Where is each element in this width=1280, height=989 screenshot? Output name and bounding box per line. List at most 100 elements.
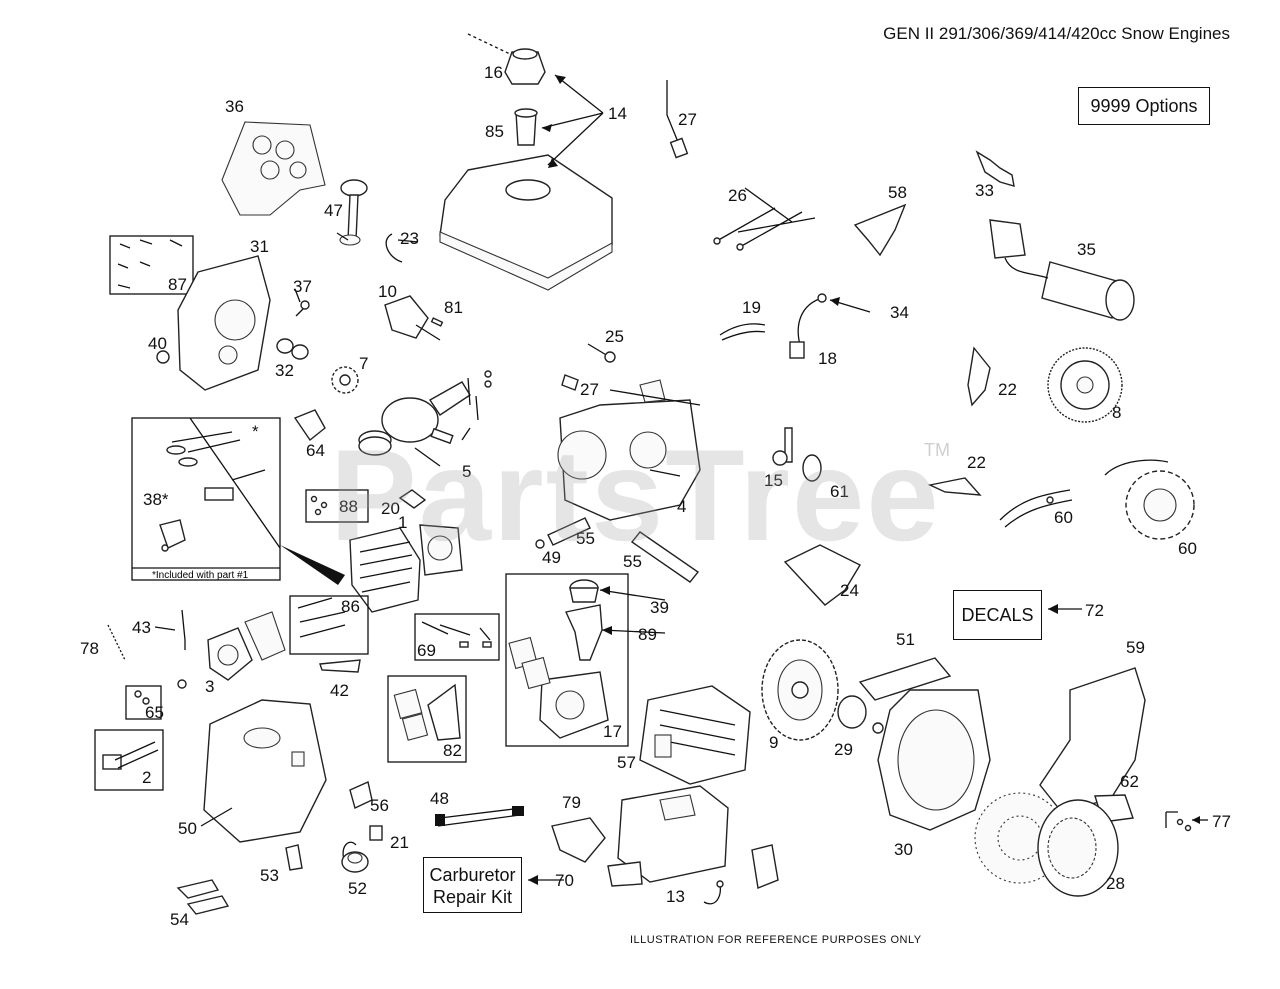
crankshaft-part-10[interactable]: [384, 295, 441, 341]
bolts-part-87[interactable]: [117, 239, 183, 289]
blower-housing-part-30[interactable]: [877, 689, 991, 831]
callout-38: 38*: [143, 490, 169, 509]
valves-part-38[interactable]: [159, 431, 266, 552]
gasket-part-36[interactable]: [221, 121, 326, 216]
callout-58: 58: [888, 183, 907, 202]
carb-kit-line-2: Repair Kit: [432, 887, 513, 907]
engine-shroud-part-50[interactable]: [203, 699, 327, 843]
sensor-part-13[interactable]: [703, 880, 724, 905]
rod-bolts-part-5[interactable]: [467, 370, 492, 421]
air-intake-part-3[interactable]: [177, 627, 253, 689]
shaft-part-55b[interactable]: [630, 531, 700, 583]
callout-7: 7: [359, 354, 368, 373]
spark-arrestor[interactable]: [751, 844, 779, 889]
clip-part-56[interactable]: [349, 781, 373, 809]
connector-part-18[interactable]: [789, 341, 805, 359]
screw-part-37[interactable]: [295, 300, 310, 317]
callout-23: 23: [400, 229, 419, 248]
callout-62: 62: [1120, 772, 1139, 791]
bolts-part-86[interactable]: [297, 597, 346, 638]
carburetor-box: [505, 573, 629, 747]
fuel-filter-part-85[interactable]: [514, 108, 538, 146]
flywheel-part-8[interactable]: [1047, 347, 1123, 423]
clip-part-23[interactable]: [385, 233, 419, 263]
spark-plug-part-20[interactable]: [398, 489, 427, 509]
callout-50: 50: [178, 819, 197, 838]
stator-part-60b[interactable]: [1104, 459, 1195, 540]
fuel-cap-part-16[interactable]: [504, 48, 546, 85]
gasket-intake[interactable]: [244, 611, 286, 661]
muffler[interactable]: [607, 785, 729, 887]
plug-part-61[interactable]: [802, 454, 822, 482]
piston-rings-part-5[interactable]: [358, 430, 392, 456]
callout-64: 64: [306, 441, 325, 460]
callout-42: 42: [330, 681, 349, 700]
gear-part-7[interactable]: [331, 366, 359, 394]
plate-part-51[interactable]: [858, 657, 952, 701]
bracket-part-22a[interactable]: [967, 346, 991, 407]
bracket-part-42[interactable]: [319, 659, 361, 673]
wire-harness-part-60a[interactable]: [999, 489, 1073, 528]
knob-part-39[interactable]: [569, 579, 599, 603]
carb-kit-line-1: Carburetor: [429, 865, 516, 885]
page-title: GEN II 291/306/369/414/420cc Snow Engine…: [883, 24, 1230, 43]
clamp-part-29[interactable]: [837, 695, 884, 734]
oil-fill-part-47[interactable]: [339, 179, 368, 246]
part-2[interactable]: [102, 741, 159, 770]
screws-part-77[interactable]: [1165, 811, 1192, 832]
studs-part-69[interactable]: [421, 621, 492, 648]
seal-part-32[interactable]: [276, 338, 309, 360]
callout-82: 82: [443, 741, 462, 760]
key-part-81[interactable]: [430, 317, 444, 327]
pushrods-part-26[interactable]: [713, 187, 816, 251]
pin-part-49[interactable]: [535, 539, 545, 549]
cylinder-head-part-1[interactable]: [280, 524, 463, 613]
carb-bowl-part-89[interactable]: [565, 604, 603, 661]
shield-part-24[interactable]: [783, 544, 861, 606]
studs-box-69: [414, 613, 500, 661]
shaft-part-55a[interactable]: [547, 517, 591, 546]
bracket-part-33[interactable]: [975, 150, 1015, 187]
bracket-part-58[interactable]: [853, 203, 907, 257]
recoil-starter-part-28[interactable]: [1037, 799, 1119, 897]
callout-30: 30: [894, 840, 913, 859]
bracket-part-54[interactable]: [176, 879, 230, 915]
decals-button[interactable]: DECALS: [953, 590, 1042, 640]
oil-drain-part-15[interactable]: [772, 427, 793, 466]
screws-part-88[interactable]: [310, 495, 328, 516]
piston-part-5[interactable]: [381, 381, 471, 445]
callout-59: 59: [1126, 638, 1145, 657]
knob-part-53[interactable]: [285, 844, 303, 871]
spring-part-78[interactable]: [107, 624, 126, 661]
options-button[interactable]: 9999 Options: [1078, 87, 1210, 125]
callout-star: *: [252, 422, 259, 441]
switch-part-21[interactable]: [369, 825, 383, 841]
lever-part-27[interactable]: [666, 80, 689, 159]
part-65[interactable]: [134, 690, 150, 705]
bolt-part-25[interactable]: [587, 343, 616, 363]
oil-plug-part-40[interactable]: [156, 350, 170, 364]
callout-8: 8: [1112, 403, 1121, 422]
starter-motor-part-35[interactable]: [989, 219, 1135, 321]
gaskets-part-82[interactable]: [393, 683, 461, 741]
bracket-part-79[interactable]: [551, 817, 606, 863]
engine-block-part-4[interactable]: [557, 379, 701, 521]
carburetor-repair-kit-button[interactable]: Carburetor Repair Kit: [423, 857, 522, 913]
callout-60a: 60: [1054, 508, 1073, 527]
callout-55b: 55: [623, 552, 642, 571]
bracket-part-22b[interactable]: [927, 477, 982, 496]
fuel-tank[interactable]: [439, 154, 613, 291]
carburetor-part-17[interactable]: [508, 636, 609, 739]
fan-part-9[interactable]: [761, 639, 839, 741]
wire-part-19[interactable]: [719, 323, 766, 341]
primer-part-52[interactable]: [341, 841, 369, 873]
oil-dipper-part-64[interactable]: [293, 409, 326, 442]
wire-part-48[interactable]: [435, 806, 524, 827]
callout-17: 17: [603, 722, 622, 741]
tube-part-43[interactable]: [181, 609, 186, 650]
callout-77: 77: [1212, 812, 1231, 831]
crankcase-cover-part-31[interactable]: [177, 255, 271, 391]
muffler-guard-part-57[interactable]: [639, 685, 751, 785]
pin-part-27b[interactable]: [561, 374, 579, 391]
sensor-part-34[interactable]: [797, 293, 827, 346]
